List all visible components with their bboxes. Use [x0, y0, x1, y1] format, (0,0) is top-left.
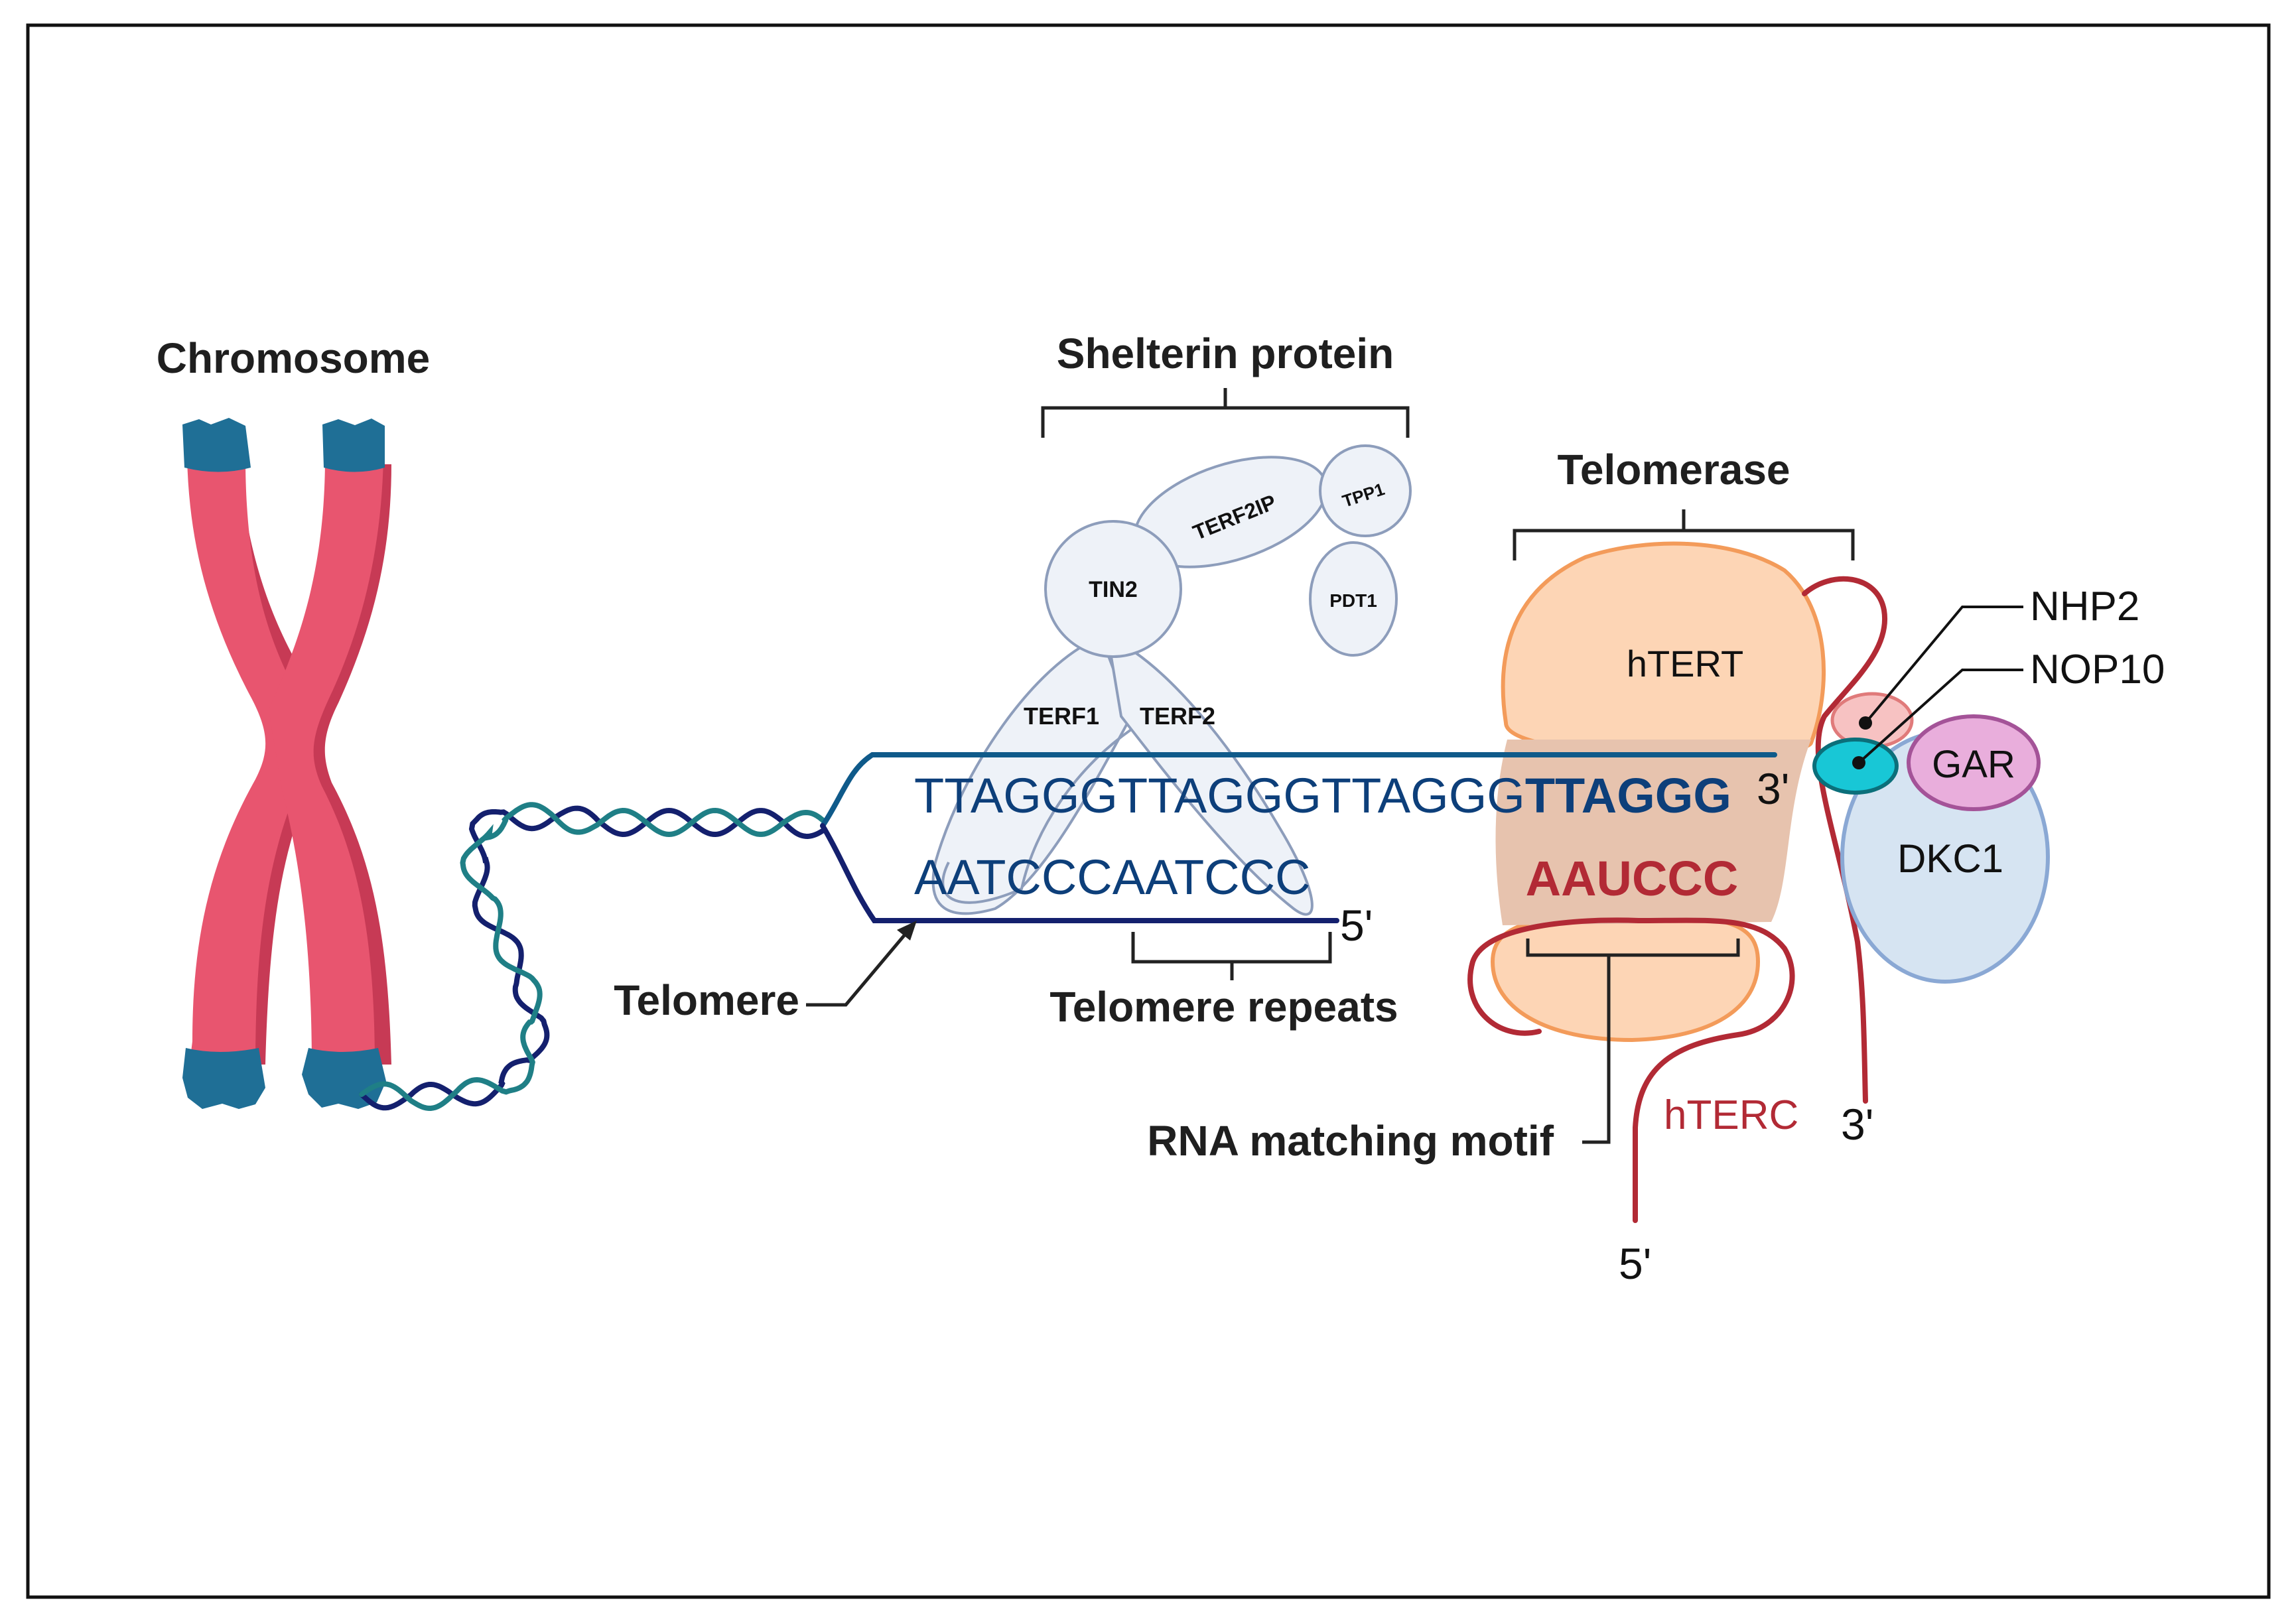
telomerase-label: Telomerase	[1558, 446, 1790, 493]
shelterin-complex	[931, 444, 1412, 916]
dna-helix-strand-b	[359, 802, 826, 1112]
chromatid-left	[187, 458, 312, 1068]
brackets	[806, 388, 1855, 1144]
terf1-lobe	[941, 728, 1132, 904]
telomerase-bracket	[1513, 509, 1855, 560]
telomere-label: Telomere	[614, 976, 799, 1024]
tin2-shape	[1044, 520, 1182, 658]
top-strand-bold: TTAGGG	[1525, 768, 1731, 823]
telomere-leader	[806, 933, 907, 1007]
rna-template-sequence: AAUCCC	[1526, 851, 1739, 906]
htert-label: hTERT	[1627, 643, 1743, 684]
telomerase-complex	[1467, 541, 2050, 1223]
hterc-rna-3prime-arm	[1802, 576, 1888, 1104]
dkc1-label: DKC1	[1897, 836, 2003, 881]
htert-middle-region	[1495, 740, 1811, 925]
nop10-label: NOP10	[2030, 647, 2165, 692]
htert-bottom-lobe	[1490, 913, 1761, 1043]
telomere-strands	[820, 752, 1777, 923]
pdt1-label: PDT1	[1329, 590, 1377, 611]
rna-motif-bracket	[1526, 939, 1740, 1144]
bottom-strand-line	[820, 823, 1339, 923]
bottom-strand-sequence: AATCCCAATCCC	[914, 850, 1311, 905]
nop10-leader	[1857, 669, 2023, 764]
top-strand-line	[820, 752, 1777, 828]
tin2-label: TIN2	[1089, 577, 1138, 602]
nhp2-leader	[1864, 606, 2023, 724]
top-strand-regular: TTAGGGTTAGGGTTAGGG	[914, 768, 1525, 823]
hterc-rna-strand	[1467, 917, 1795, 1223]
terf2-label: TERF2	[1140, 702, 1215, 730]
telomere-repeats-bracket	[1131, 932, 1332, 980]
terf2-shape	[1106, 634, 1314, 916]
tpp1-shape	[1319, 444, 1412, 537]
chromosome-label: Chromosome	[157, 334, 431, 382]
dna-helix	[359, 802, 826, 1112]
telomere-cap-bottom-left	[182, 1048, 265, 1109]
hterc-label: hTERC	[1664, 1092, 1798, 1138]
telomere-repeats-label: Telomere repeats	[1049, 983, 1398, 1031]
telomere-cap-bottom-right	[302, 1048, 386, 1109]
nhp2-label: NHP2	[2030, 584, 2139, 629]
rna-3prime-label: 3'	[1841, 1100, 1873, 1149]
shelterin-label: Shelterin protein	[1057, 330, 1394, 377]
chromatid-right	[269, 458, 383, 1068]
top-strand-sequence: TTAGGGTTAGGGTTAGGGTTAGGG	[914, 768, 1731, 823]
rna-5prime-label: 5'	[1619, 1239, 1651, 1288]
shelterin-bracket	[1041, 388, 1410, 438]
telomere-cap-top-left	[182, 418, 251, 472]
rna-matching-motif-label: RNA matching motif	[1147, 1117, 1554, 1165]
pdt1-shape	[1309, 541, 1398, 657]
dna-5prime-label: 5'	[1340, 901, 1373, 950]
telomere-arrowhead	[897, 921, 917, 941]
gar-label: GAR	[1932, 743, 2015, 786]
dna-3prime-label: 3'	[1757, 764, 1789, 813]
gar-shape	[1907, 714, 2041, 811]
telomere-cap-top-right	[322, 419, 385, 472]
terf1-label: TERF1	[1024, 702, 1099, 730]
